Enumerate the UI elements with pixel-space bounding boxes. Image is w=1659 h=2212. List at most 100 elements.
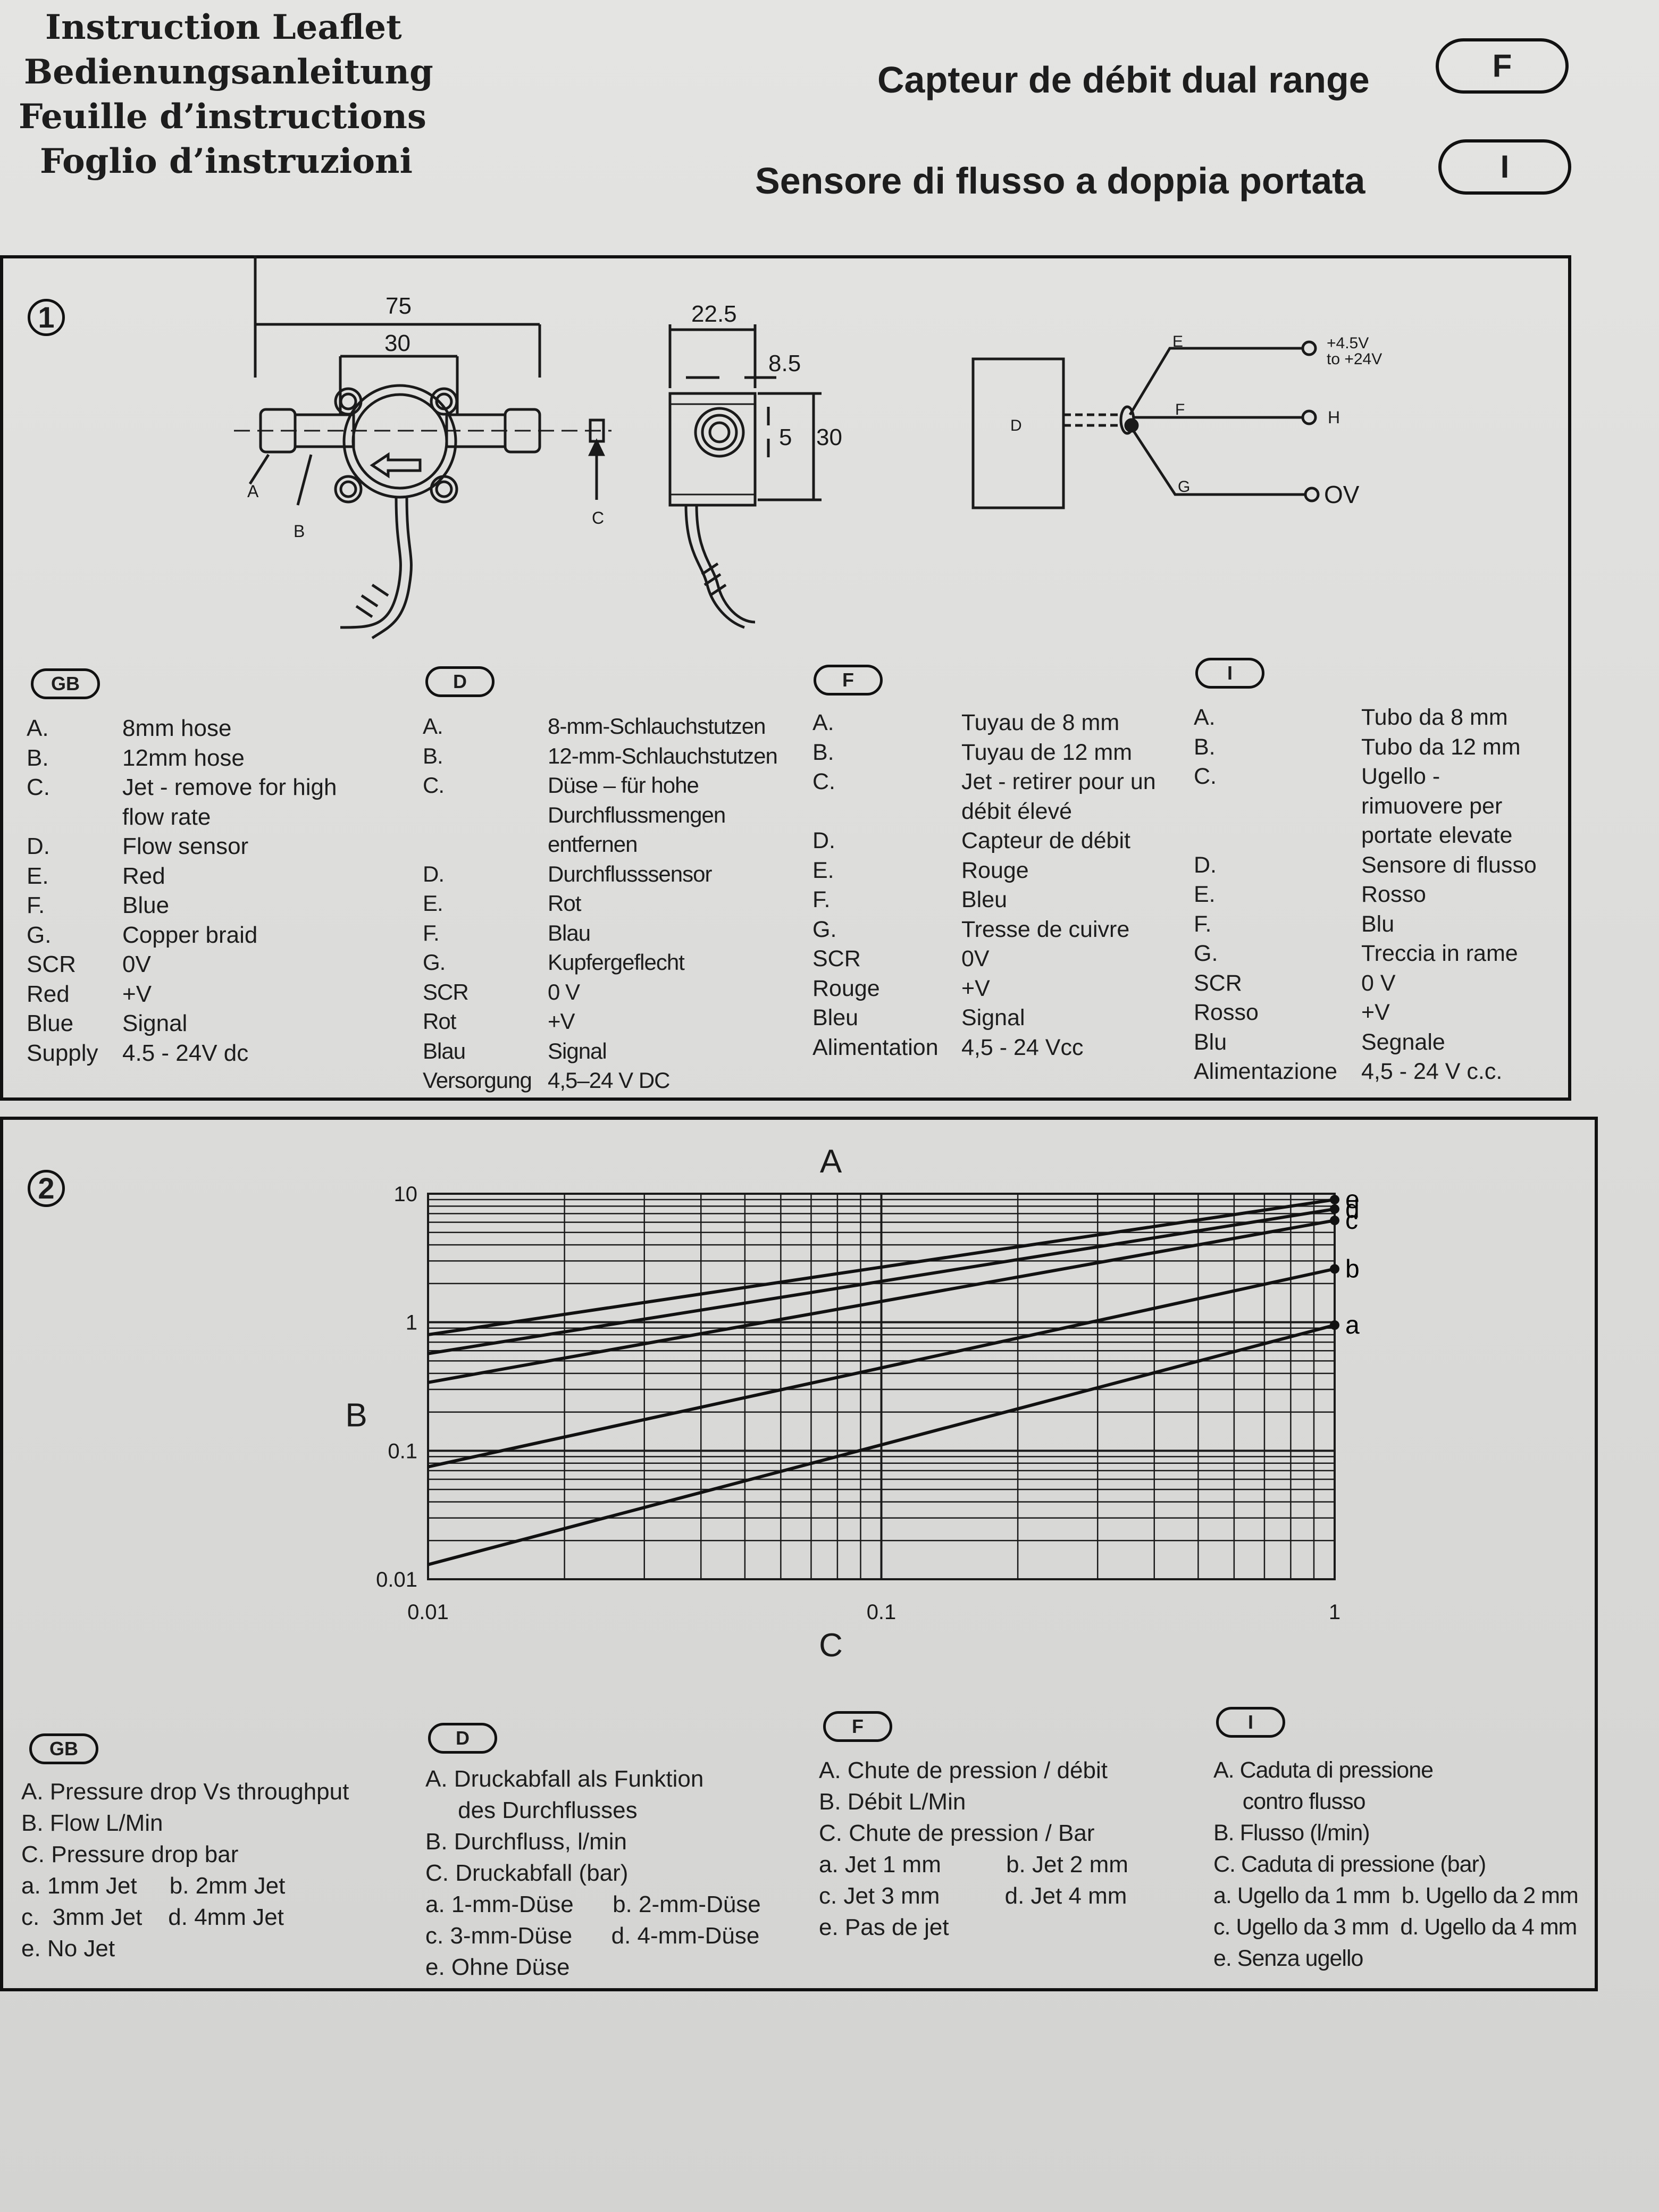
flow-direction-arrow <box>370 452 422 479</box>
legend-key: Red <box>27 981 70 1007</box>
legend-row: Blue Signal <box>27 1009 431 1038</box>
caption-f: A. Chute de pression / débit B. Débit L/… <box>819 1755 1128 1943</box>
x-tick-label: 1 <box>1329 1601 1340 1624</box>
series-endpoint-b <box>1330 1264 1339 1274</box>
wiring-e-label: E <box>1172 333 1183 350</box>
legend-value: Tresse de cuivre <box>961 916 1130 942</box>
legend-row: E.Rot <box>423 889 806 918</box>
legend-row: C.Jet - retirer pour un <box>812 767 1195 797</box>
legend-value: débit élevé <box>961 798 1072 824</box>
legend-key: Supply <box>27 1040 98 1066</box>
legend-value: Jet - remove for high <box>122 774 337 800</box>
legend-key: F. <box>423 920 440 945</box>
legend-key: B. <box>812 739 834 765</box>
caption-line: C. Caduta di pressione (bar) <box>1213 1851 1486 1877</box>
legend-value: Blu <box>1361 911 1395 937</box>
legend-key: SCR <box>812 946 861 971</box>
wiring-d-label: D <box>1010 417 1022 434</box>
legend-key: A. <box>27 715 49 741</box>
legend-row: B.Tuyau de 12 mm <box>812 738 1195 768</box>
y-tick-label: 0.1 <box>388 1439 417 1463</box>
legend-row: rimuovere per <box>1194 792 1571 822</box>
legend-key: E. <box>423 891 443 916</box>
caption-badge-d: D <box>428 1723 497 1754</box>
wiring-h-label: H <box>1328 408 1340 427</box>
legend-key: SCR <box>27 951 76 977</box>
legend-key: E. <box>1194 882 1216 907</box>
section-2-box <box>0 1117 1598 1991</box>
legend-value: Capteur de débit <box>961 828 1130 853</box>
legend-row: portate elevate <box>1194 821 1571 851</box>
x-axis-label: C <box>819 1627 843 1659</box>
series-label-a: a <box>1345 1311 1360 1339</box>
sensor-side-view <box>668 392 757 507</box>
wire-e <box>1128 347 1303 416</box>
language-badge-i: I <box>1438 139 1571 195</box>
legend-key: Rot <box>423 1009 456 1034</box>
caption-badge-f: F <box>823 1711 892 1742</box>
legend-key: C. <box>27 774 50 800</box>
caption-line: e. No Jet <box>21 1936 115 1962</box>
legend-key: Blu <box>1194 1029 1227 1055</box>
legend-value: Tubo da 8 mm <box>1361 705 1508 730</box>
chart-title: A <box>820 1143 842 1180</box>
sensor-wheel-housing <box>342 384 457 499</box>
legend-key: C. <box>812 769 835 794</box>
wiring-supply-label-1: +4.5V <box>1327 334 1369 352</box>
caption-line: A. Chute de pression / débit <box>819 1757 1108 1783</box>
legend-value: portate elevate <box>1361 823 1513 848</box>
legend-row: entfernen <box>423 830 806 859</box>
legend-row: Rosso+V <box>1194 998 1571 1028</box>
legend-f: A. Tuyau de 8 mm B.Tuyau de 12 mm C.Jet -… <box>812 708 1195 1062</box>
legend-value: Durchflusssensor <box>548 861 712 886</box>
wiring-supply-label-2: to +24V <box>1327 350 1382 368</box>
series-endpoint-d <box>1330 1204 1339 1214</box>
legend-value: Blau <box>548 920 591 945</box>
product-title-it: Sensore di flusso a doppia portata <box>755 160 1365 202</box>
legend-value: Tubo da 12 mm <box>1361 734 1521 760</box>
legend-value: 4,5 - 24 V c.c. <box>1361 1059 1503 1084</box>
wire-g <box>1128 424 1305 496</box>
legend-value: +V <box>122 981 152 1007</box>
caption-line: C. Druckabfall (bar) <box>425 1860 629 1886</box>
x-tick-label: 0.1 <box>867 1601 896 1624</box>
legend-value: Red <box>122 862 165 889</box>
legend-value: Ugello - <box>1361 764 1440 789</box>
caption-line: B. Débit L/Min <box>819 1789 966 1815</box>
caption-line: A. Pressure drop Vs throughput <box>21 1779 349 1805</box>
legend-badge-i: I <box>1195 658 1264 689</box>
legend-row: D.Durchflusssensor <box>423 859 806 889</box>
legend-key: A. <box>1194 705 1216 730</box>
legend-key: Blue <box>27 1010 74 1036</box>
legend-key: B. <box>27 744 49 771</box>
legend-value: flow rate <box>122 803 211 830</box>
legend-gb: A.8mm hose B.12mm hose C.Jet - remove fo… <box>27 714 431 1068</box>
legend-value: Flow sensor <box>122 833 249 859</box>
legend-badge-d: D <box>425 666 495 697</box>
legend-value: Tuyau de 8 mm <box>961 710 1120 735</box>
caption-line: B. Durchfluss, l/min <box>425 1829 627 1855</box>
part-a-label: A <box>247 482 259 501</box>
part-b-label: B <box>294 522 305 541</box>
legend-row: C.Düse – für hohe <box>423 770 806 800</box>
legend-d: A.8-mm-Schlauchstutzen B.12-mm-Schlauchs… <box>423 711 806 1095</box>
y-tick-label: 1 <box>406 1311 417 1335</box>
title-it: Foglio d’instruzioni <box>40 141 413 181</box>
legend-row: A. Tuyau de 8 mm <box>812 708 1195 738</box>
legend-value: Rouge <box>961 857 1029 883</box>
legend-key: A. <box>812 710 834 735</box>
dim-30-label: 30 <box>384 330 410 356</box>
legend-row: C.Ugello - <box>1194 762 1571 792</box>
dim-22-5-label: 22.5 <box>691 301 737 327</box>
wiring-ov-label: OV <box>1324 481 1360 508</box>
y-tick-label: 0.01 <box>376 1568 417 1591</box>
legend-value: Signal <box>122 1010 188 1036</box>
wiring-g-label: G <box>1178 478 1190 496</box>
legend-value: Signal <box>961 1005 1025 1030</box>
legend-key: E. <box>27 862 49 889</box>
legend-key: C. <box>423 773 445 798</box>
